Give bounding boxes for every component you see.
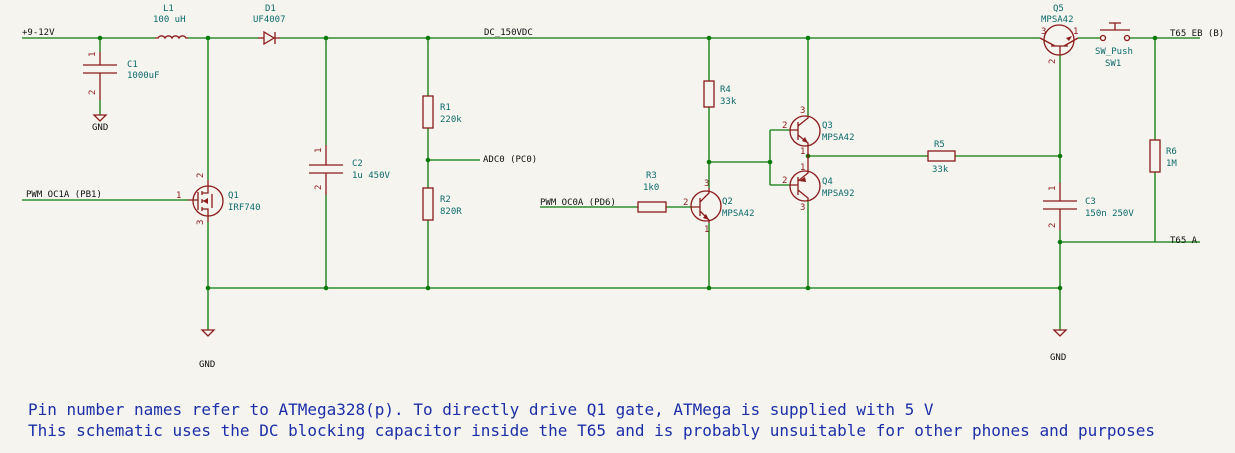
diode-d1: D1 UF4007 — [253, 4, 286, 46]
q3-pin1: 1 — [800, 147, 805, 157]
q5-pin2: 2 — [1048, 59, 1058, 64]
sw1-value: SW_Push — [1095, 47, 1133, 57]
r6-value: 1M — [1166, 159, 1177, 169]
q1-pin2: 2 — [196, 173, 206, 178]
transistor-q5: 3 1 2 Q5 MPSA42 — [1039, 4, 1078, 64]
wires — [22, 37, 1200, 330]
q5-value: MPSA42 — [1041, 15, 1074, 25]
d1-ref: D1 — [265, 4, 276, 14]
c3-pin2: 2 — [1048, 223, 1058, 228]
q2-pin3: 3 — [704, 179, 709, 189]
inductor-l1: L1 100 uH — [153, 4, 188, 40]
r1-ref: R1 — [440, 103, 451, 113]
r4-ref: R4 — [720, 85, 731, 95]
capacitor-c1: 1 2 C1 1000uF — [83, 52, 160, 100]
q4-ref: Q4 — [822, 177, 833, 187]
q2-pin1: 1 — [704, 225, 709, 235]
net-label-pwm1: PWM OC1A (PB1) — [26, 190, 102, 200]
resistor-r6: R6 1M — [1149, 139, 1177, 173]
c2-pin1: 1 — [314, 148, 324, 153]
q3-ref: Q3 — [822, 121, 833, 131]
transistor-q4: 2 1 3 Q4 MPSA92 — [782, 156, 855, 213]
r2-ref: R2 — [440, 195, 451, 205]
resistor-r3: R3 1k0 — [637, 171, 667, 213]
c3-ref: C3 — [1085, 197, 1096, 207]
net-label-pwm0: PWM OC0A (PD6) — [540, 198, 616, 208]
gnd-symbol-c3: GND — [1050, 329, 1068, 363]
q4-value: MPSA92 — [822, 189, 855, 199]
l1-value: 100 uH — [153, 15, 186, 25]
gnd-symbol-c1: GND — [92, 114, 108, 133]
net-label-vin: +9-12V — [22, 28, 55, 38]
d1-value: UF4007 — [253, 15, 286, 25]
q5-pin1: 1 — [1073, 27, 1078, 37]
q1-ref: Q1 — [228, 191, 239, 201]
resistor-r4: R4 33k — [703, 80, 737, 108]
note-line-2: This schematic uses the DC blocking capa… — [28, 421, 1155, 440]
q4-pin3: 3 — [800, 203, 805, 213]
resistor-r1: R1 220k — [422, 95, 462, 129]
q5-ref: Q5 — [1053, 4, 1064, 14]
gnd-label-c3: GND — [1050, 353, 1066, 363]
c1-value: 1000uF — [127, 71, 160, 81]
capacitor-c3: 1 2 C3 150n 250V — [1043, 183, 1134, 230]
resistor-r5: R5 33k — [927, 140, 956, 175]
gnd-label-c1: GND — [92, 123, 108, 133]
r3-value: 1k0 — [643, 183, 659, 193]
net-label-t65a: T65 A — [1170, 236, 1198, 246]
q1-pin1: 1 — [176, 191, 181, 201]
q1-pin3: 3 — [196, 220, 206, 225]
q1-value: IRF740 — [228, 203, 261, 213]
c1-pin2: 2 — [88, 90, 98, 95]
r4-value: 33k — [720, 97, 737, 107]
sw1-ref: SW1 — [1105, 59, 1121, 69]
q2-ref: Q2 — [722, 197, 733, 207]
l1-ref: L1 — [163, 4, 174, 14]
gnd-label-q1: GND — [199, 360, 215, 370]
q3-pin2: 2 — [782, 121, 787, 131]
r2-value: 820R — [440, 207, 462, 217]
q2-value: MPSA42 — [722, 209, 755, 219]
q4-pin2: 2 — [782, 176, 787, 186]
net-label-t65eb: T65 EB (B) — [1170, 29, 1224, 39]
r3-ref: R3 — [646, 171, 657, 181]
mosfet-q1: 1 2 3 Q1 IRF740 — [176, 173, 261, 225]
note-line-1: Pin number names refer to ATMega328(p). … — [28, 400, 934, 419]
resistor-r2: R2 820R — [422, 187, 462, 221]
c1-pin1: 1 — [88, 52, 98, 57]
q3-value: MPSA42 — [822, 133, 855, 143]
c3-value: 150n 250V — [1085, 209, 1134, 219]
c2-ref: C2 — [352, 159, 363, 169]
c2-value: 1u 450V — [352, 171, 391, 181]
c3-pin1: 1 — [1048, 186, 1058, 191]
q5-pin3: 3 — [1041, 27, 1046, 37]
gnd-symbol-q1: GND — [199, 329, 216, 370]
transistor-q2: 2 3 1 Q2 MPSA42 — [683, 179, 755, 235]
q3-pin3: 3 — [800, 106, 805, 116]
r5-value: 33k — [932, 165, 949, 175]
r1-value: 220k — [440, 115, 462, 125]
c2-pin2: 2 — [314, 185, 324, 190]
q2-pin2: 2 — [683, 198, 688, 208]
transistor-q3: 2 3 1 Q3 MPSA42 — [782, 106, 855, 157]
junctions — [97, 35, 1158, 291]
capacitor-c2: 1 2 C2 1u 450V — [309, 145, 391, 195]
net-label-dc150: DC_150VDC — [484, 28, 533, 38]
net-label-adc: ADC0 (PC0) — [483, 155, 537, 165]
switch-sw1: SW_Push SW1 — [1095, 22, 1133, 69]
r5-ref: R5 — [934, 140, 945, 150]
c1-ref: C1 — [127, 60, 138, 70]
q4-pin1: 1 — [800, 163, 805, 173]
r6-ref: R6 — [1166, 147, 1177, 157]
